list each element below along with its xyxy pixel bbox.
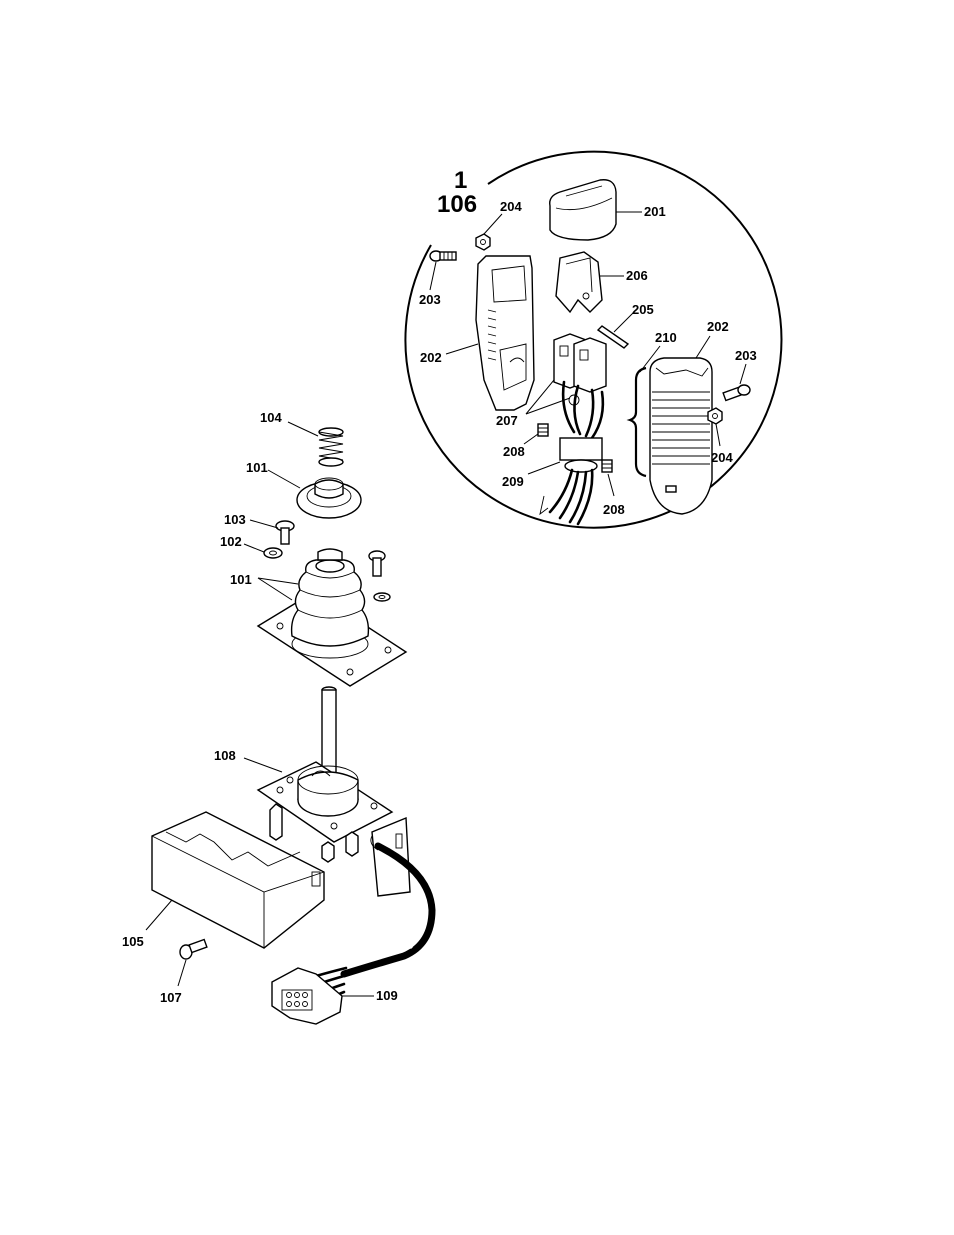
callout-206: 206 [626, 268, 648, 283]
callout-209: 209 [502, 474, 524, 489]
callout-101-boot: 101 [230, 572, 252, 587]
callout-104: 104 [260, 410, 282, 425]
callout-107: 107 [160, 990, 182, 1005]
part-103-screw [276, 521, 294, 544]
part-101-boot-plate [258, 549, 406, 686]
callout-108: 108 [214, 748, 236, 763]
callout-205: 205 [632, 302, 654, 317]
part-201-knob [550, 180, 616, 240]
part-202-handle-right [650, 358, 712, 514]
part-208-setscrew-right [602, 460, 612, 472]
part-203-screw-right [723, 385, 750, 400]
cable-harness [316, 846, 432, 1000]
callout-204-right: 204 [711, 450, 733, 465]
part-207-switches [554, 334, 606, 392]
callout-105: 105 [122, 934, 144, 949]
callout-203-left: 203 [419, 292, 441, 307]
callout-103: 103 [224, 512, 246, 527]
callout-208-right: 208 [603, 502, 625, 517]
part-203-screw-left [430, 251, 456, 261]
plate-screw-right [369, 551, 390, 601]
part-107-screw [180, 940, 207, 959]
callout-109: 109 [376, 988, 398, 1003]
part-206-trigger [556, 252, 602, 312]
callout-210: 210 [655, 330, 677, 345]
part-210-brace [630, 368, 646, 476]
part-104-spring [319, 428, 343, 466]
callout-204-top: 204 [500, 199, 522, 214]
callout-203-right: 203 [735, 348, 757, 363]
part-105-cover [152, 812, 324, 948]
callout-101-top: 101 [246, 460, 268, 475]
callout-202-right: 202 [707, 319, 729, 334]
part-202-handle-left [476, 256, 534, 410]
callout-208-left: 208 [503, 444, 525, 459]
assembly-label-106: 106 [437, 191, 477, 218]
part-204-nut-right [708, 408, 722, 424]
main-assembly-group: 104 101 103 102 [122, 410, 432, 1024]
part-101-seal-top [297, 478, 361, 518]
part-109-connector [272, 968, 342, 1024]
part-209-grommet-and-wires [540, 382, 603, 524]
callout-201: 201 [644, 204, 666, 219]
joystick-shaft [322, 687, 336, 778]
part-208-setscrew-left [538, 424, 548, 436]
callout-207: 207 [496, 413, 518, 428]
callout-102: 102 [220, 534, 242, 549]
callout-202-left: 202 [420, 350, 442, 365]
detail-circle-group: 1 106 201 204 203 [405, 152, 781, 528]
part-102-washer [264, 548, 282, 558]
part-204-nut-top [476, 234, 490, 250]
assembly-label-1: 1 [454, 167, 467, 194]
